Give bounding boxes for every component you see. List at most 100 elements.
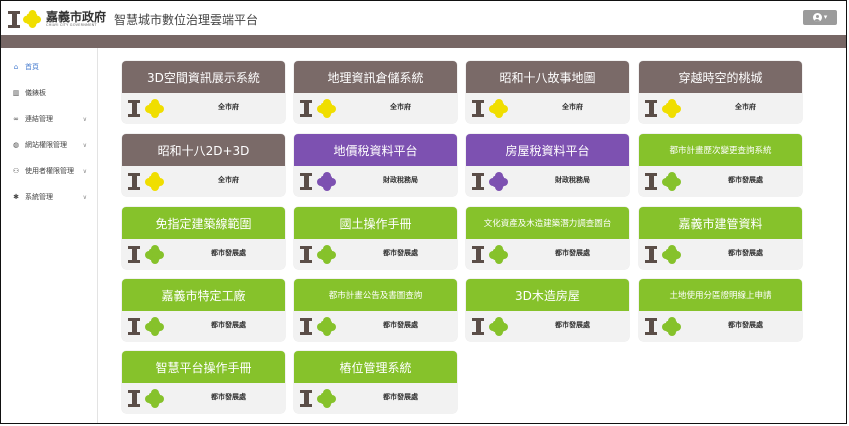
city-emblem-icon: [472, 245, 514, 264]
app-card[interactable]: 嘉義市建管資料都市發展處: [639, 207, 802, 269]
app-card-title: 3D木造房屋: [466, 279, 629, 311]
app-card[interactable]: 3D木造房屋都市發展處: [466, 279, 629, 341]
app-card-org: 都市發展處: [211, 321, 246, 329]
app-card-org: 全市府: [735, 103, 756, 111]
app-card[interactable]: 國土操作手冊都市發展處: [294, 207, 457, 269]
app-card-org: 都市發展處: [728, 176, 763, 184]
sidebar-item-2[interactable]: ∞連結管理∨: [1, 106, 97, 132]
app-card[interactable]: 樁位管理系統都市發展處: [294, 351, 457, 413]
app-card-footer: 都市發展處: [122, 383, 285, 413]
sidebar-item-3[interactable]: ◍網站權限管理∨: [1, 132, 97, 158]
sidebar-item-label: 連結管理: [25, 115, 53, 123]
app-card-footer: 財政稅務局: [466, 166, 629, 196]
user-menu-button[interactable]: ▾: [803, 10, 837, 25]
city-emblem-icon: [300, 389, 342, 408]
app-card[interactable]: 免指定建築線範圍都市發展處: [122, 207, 285, 269]
header-bar: [1, 35, 846, 48]
app-card-title: 樁位管理系統: [294, 351, 457, 383]
app-card-title: 都市計畫公告及書圖查詢: [294, 279, 457, 311]
city-emblem-icon: [300, 172, 342, 191]
app-grid: 3D空間資訊展示系統全市府地理資訊倉儲系統全市府昭和十八故事地圖全市府穿越時空的…: [98, 48, 846, 423]
city-emblem-icon: [128, 172, 170, 191]
sidebar-item-5[interactable]: ✱系統管理∨: [1, 184, 97, 210]
app-card-footer: 都市發展處: [294, 239, 457, 269]
sidebar-item-4[interactable]: ⚇使用者權限管理∨: [1, 158, 97, 184]
city-emblem-icon: [645, 99, 687, 118]
app-card-footer: 都市發展處: [294, 311, 457, 341]
app-card-footer: 財政稅務局: [294, 166, 457, 196]
city-emblem-icon: [472, 172, 514, 191]
city-logo[interactable]: 嘉義市政府 CHIAYI CITY GOVERNMENT: [8, 8, 106, 30]
home-icon: ⌂: [13, 63, 19, 71]
app-card-org: 都市發展處: [728, 321, 763, 329]
city-emblem-icon: [128, 99, 170, 118]
app-card-org: 全市府: [562, 103, 583, 111]
app-card-org: 財政稅務局: [555, 176, 590, 184]
app-card-footer: 都市發展處: [639, 239, 802, 269]
chart-icon: ▥: [12, 89, 20, 97]
app-card[interactable]: 土地使用分區證明線上申請都市發展處: [639, 279, 802, 341]
city-emblem-icon: [472, 99, 514, 118]
app-card-title: 土地使用分區證明線上申請: [639, 279, 802, 311]
site-title: 智慧城市數位治理雲端平台: [114, 13, 259, 27]
sidebar-item-label: 系統管理: [25, 193, 53, 201]
app-card[interactable]: 穿越時空的桃城全市府: [639, 61, 802, 123]
city-emblem-icon: [472, 317, 514, 336]
app-card-footer: 全市府: [294, 93, 457, 123]
app-card-org: 財政稅務局: [383, 176, 418, 184]
app-card[interactable]: 文化資產及木造建築潛力調查圖台都市發展處: [466, 207, 629, 269]
app-card[interactable]: 地理資訊倉儲系統全市府: [294, 61, 457, 123]
app-card-title: 文化資產及木造建築潛力調查圖台: [466, 207, 629, 239]
app-card-title: 免指定建築線範圍: [122, 207, 285, 239]
sidebar: ⌂首頁▥儀錶板∞連結管理∨◍網站權限管理∨⚇使用者權限管理∨✱系統管理∨: [1, 48, 98, 423]
sidebar-item-label: 網站權限管理: [25, 141, 67, 149]
app-card-footer: 都市發展處: [122, 311, 285, 341]
app-card[interactable]: 都市計畫歷次變更查詢系統都市發展處: [639, 134, 802, 196]
link-icon: ∞: [13, 115, 19, 123]
city-emblem-icon: [300, 99, 342, 118]
sidebar-item-label: 首頁: [25, 63, 39, 71]
top-header: 嘉義市政府 CHIAYI CITY GOVERNMENT 智慧城市數位治理雲端平…: [1, 1, 846, 35]
app-card-org: 都市發展處: [555, 321, 590, 329]
app-card-org: 都市發展處: [383, 393, 418, 401]
app-card-org: 都市發展處: [383, 321, 418, 329]
app-card-footer: 全市府: [466, 93, 629, 123]
app-card-org: 全市府: [390, 103, 411, 111]
app-card-footer: 都市發展處: [466, 311, 629, 341]
user-avatar-icon: [812, 13, 822, 22]
app-card-title: 都市計畫歷次變更查詢系統: [639, 134, 802, 166]
app-card-footer: 都市發展處: [466, 239, 629, 269]
app-card-org: 都市發展處: [211, 393, 246, 401]
app-card-title: 昭和十八故事地圖: [466, 61, 629, 93]
city-emblem-icon: [300, 317, 342, 336]
city-emblem-icon: [645, 317, 687, 336]
app-card-footer: 全市府: [122, 93, 285, 123]
app-card-footer: 都市發展處: [294, 383, 457, 413]
app-card[interactable]: 房屋稅資料平台財政稅務局: [466, 134, 629, 196]
app-card-org: 都市發展處: [211, 249, 246, 257]
logo-subtext: CHIAYI CITY GOVERNMENT: [46, 22, 97, 27]
gear-icon: ✱: [13, 193, 19, 201]
app-card-title: 國土操作手冊: [294, 207, 457, 239]
app-card[interactable]: 智慧平台操作手冊都市發展處: [122, 351, 285, 413]
sidebar-item-1[interactable]: ▥ 儀錶板: [1, 80, 97, 106]
app-card-org: 都市發展處: [383, 249, 418, 257]
sidebar-item-0[interactable]: ⌂ 首頁: [1, 54, 97, 80]
city-emblem-icon: [300, 245, 342, 264]
sidebar-item-label: 儀錶板: [25, 89, 46, 97]
city-emblem-icon: [128, 245, 170, 264]
app-card-title: 地價稅資料平台: [294, 134, 457, 166]
app-card[interactable]: 昭和十八故事地圖全市府: [466, 61, 629, 123]
app-card-footer: 全市府: [639, 93, 802, 123]
app-card-org: 全市府: [218, 103, 239, 111]
app-card-title: 嘉義市建管資料: [639, 207, 802, 239]
app-card-title: 穿越時空的桃城: [639, 61, 802, 93]
app-card[interactable]: 都市計畫公告及書圖查詢都市發展處: [294, 279, 457, 341]
app-card-title: 嘉義市特定工廠: [122, 279, 285, 311]
app-card[interactable]: 3D空間資訊展示系統全市府: [122, 61, 285, 123]
app-card[interactable]: 地價稅資料平台財政稅務局: [294, 134, 457, 196]
app-card-footer: 都市發展處: [639, 311, 802, 341]
app-card-footer: 都市發展處: [122, 239, 285, 269]
app-card[interactable]: 嘉義市特定工廠都市發展處: [122, 279, 285, 341]
